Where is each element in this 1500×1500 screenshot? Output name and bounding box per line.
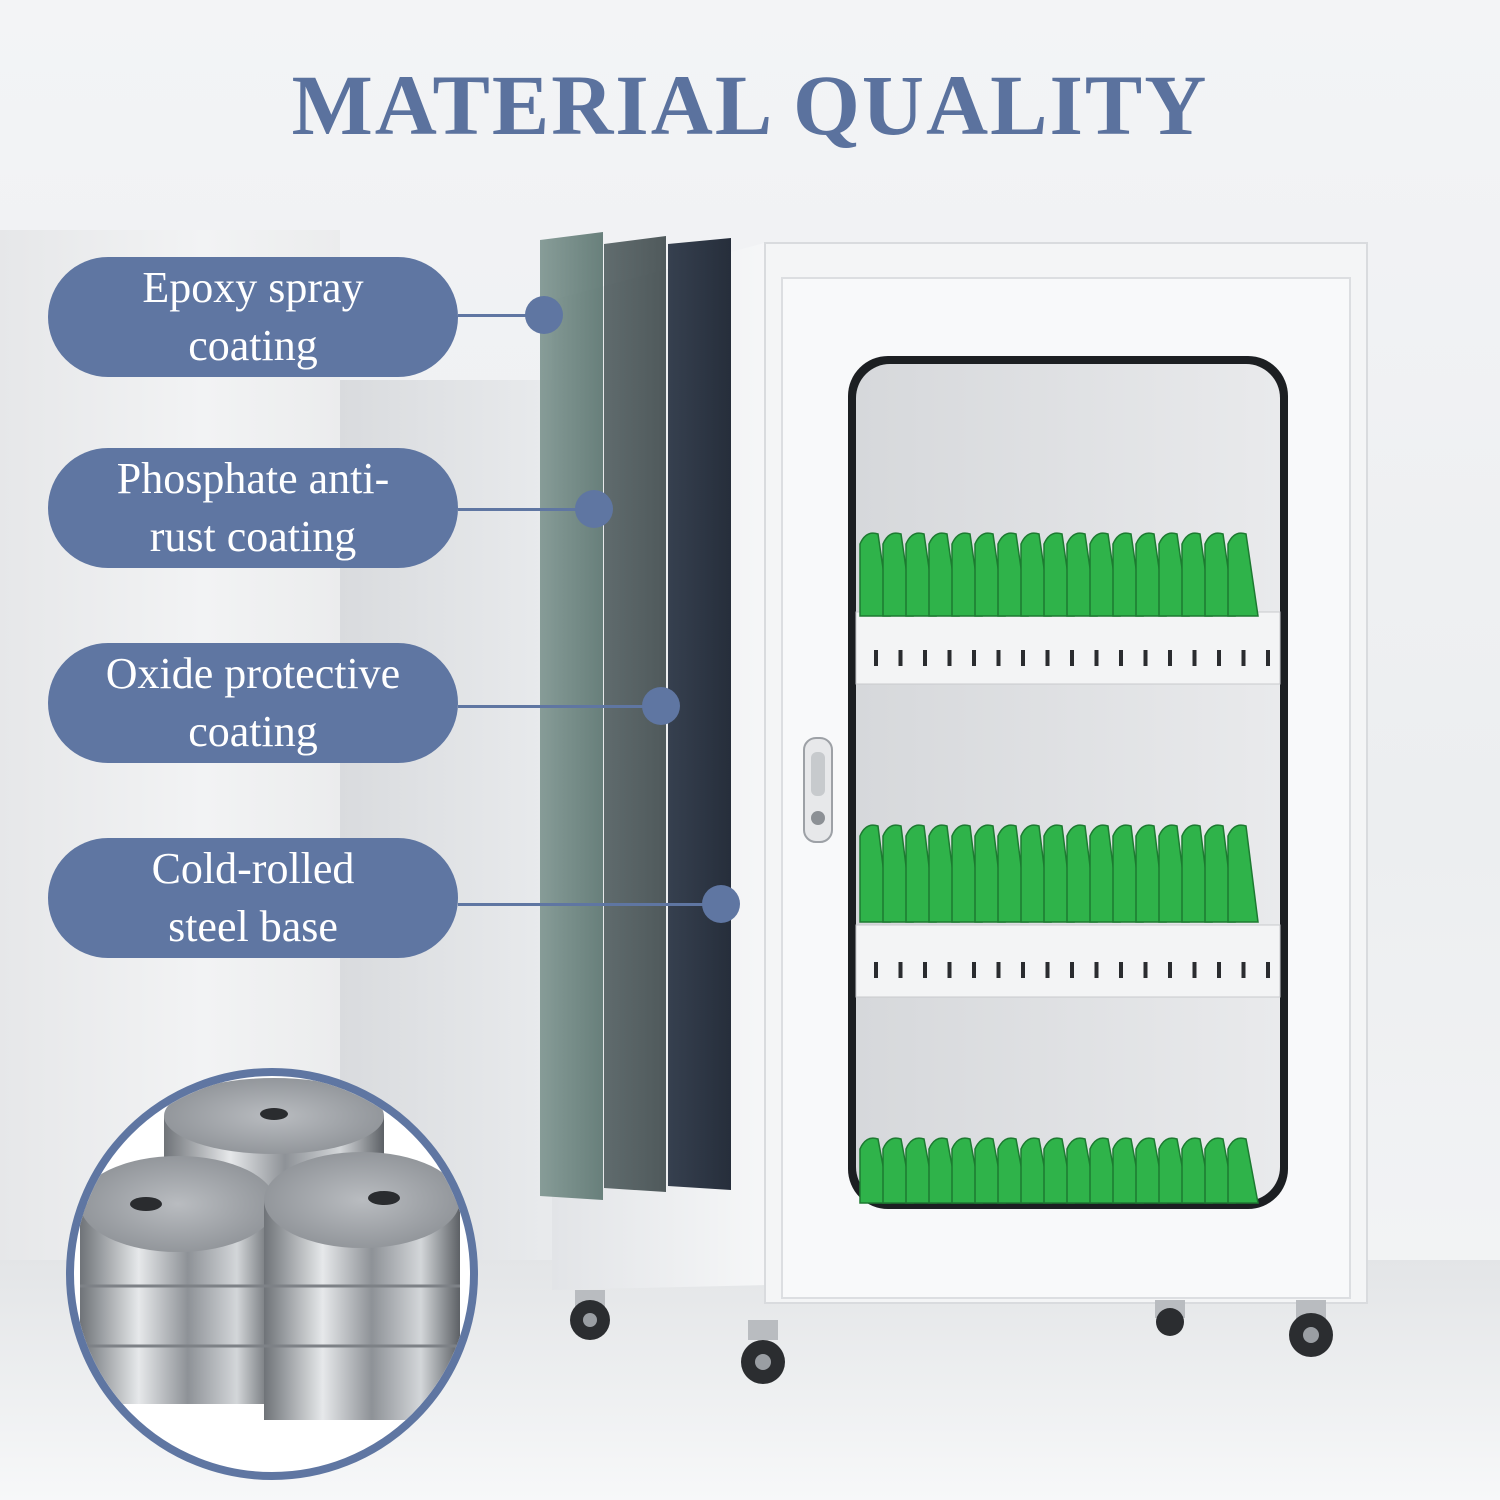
charging-port	[923, 650, 927, 666]
shelf-top	[855, 611, 1281, 685]
charging-port	[1241, 650, 1246, 666]
device-row-1	[859, 532, 1259, 617]
charging-port	[1266, 650, 1270, 666]
cabinet-lock-icon[interactable]	[803, 737, 833, 843]
charging-port	[996, 650, 1001, 666]
charging-port	[947, 650, 952, 666]
charging-port	[1094, 962, 1099, 978]
charging-port	[1168, 650, 1172, 666]
layer-phosphate	[604, 236, 666, 1192]
charging-port	[1070, 962, 1074, 978]
charging-port	[1021, 650, 1025, 666]
charging-port	[1045, 650, 1050, 666]
charging-port	[996, 962, 1001, 978]
device-row-2	[859, 824, 1259, 923]
connector-oxide	[458, 705, 663, 708]
charging-port	[1070, 650, 1074, 666]
caster-wheel-icon	[570, 1290, 1333, 1384]
charging-port	[874, 962, 878, 978]
charging-port	[972, 962, 976, 978]
charging-port	[1241, 962, 1246, 978]
device-slot	[1227, 1137, 1259, 1204]
charging-port	[1168, 962, 1172, 978]
charging-port	[1192, 650, 1197, 666]
charging-port	[972, 650, 976, 666]
connector-phosphate	[458, 508, 598, 511]
charging-port	[1192, 962, 1197, 978]
marker-steel	[702, 885, 740, 923]
charging-port	[898, 962, 903, 978]
charging-port	[1045, 962, 1050, 978]
device-row-3	[859, 1137, 1259, 1204]
charging-port	[898, 650, 903, 666]
charging-port	[1217, 650, 1221, 666]
charging-port	[1143, 650, 1148, 666]
layer-epoxy	[540, 232, 603, 1200]
connector-steel	[458, 903, 720, 906]
door-window-glass	[856, 364, 1280, 1201]
charging-port	[1119, 650, 1123, 666]
charging-port	[947, 962, 952, 978]
charging-port	[1119, 962, 1123, 978]
charging-port	[1021, 962, 1025, 978]
device-slot	[1227, 532, 1259, 617]
marker-phosphate	[575, 490, 613, 528]
marker-epoxy	[525, 296, 563, 334]
marker-oxide	[642, 687, 680, 725]
shelf-middle	[855, 924, 1281, 998]
label-phosphate-coating: Phosphate anti-rust coating	[48, 448, 458, 568]
layer-oxide	[668, 238, 731, 1190]
charging-port	[1143, 962, 1148, 978]
steel-cylinders-icon	[66, 1068, 478, 1480]
device-slot	[1227, 824, 1259, 923]
charging-port	[923, 962, 927, 978]
charging-port	[1266, 962, 1270, 978]
charging-port	[1094, 650, 1099, 666]
connector-epoxy	[458, 314, 544, 317]
charging-port	[874, 650, 878, 666]
charging-port	[1217, 962, 1221, 978]
page-title: MATERIAL QUALITY	[291, 57, 1209, 153]
